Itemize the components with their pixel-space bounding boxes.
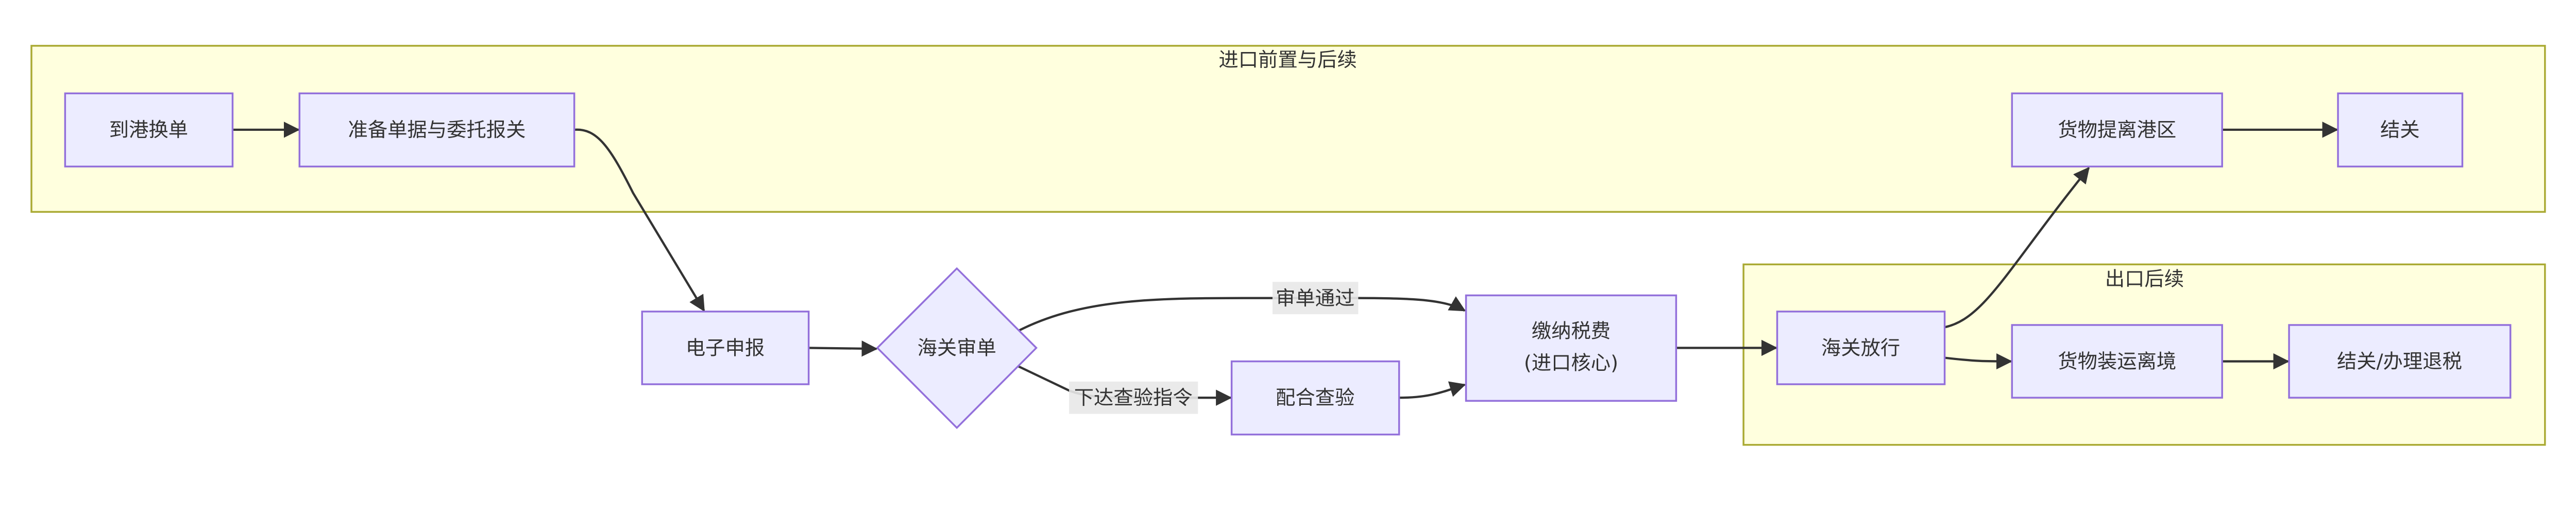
svg-text:货物提离港区: 货物提离港区 [2058,118,2176,142]
svg-text:下达查验指令: 下达查验指令 [1074,386,1193,409]
node-pickup[interactable]: 货物提离港区 [2011,92,2223,168]
flowchart: 进口前置与后续 出口后续 审单通过 下达查验指令 到港换单 准备单据与委托报关 … [30,45,2546,446]
svg-text:缴纳税费: 缴纳税费 [1532,319,1611,343]
svg-text:海关放行: 海关放行 [1821,337,1900,360]
svg-text:海关审单: 海关审单 [918,337,996,360]
svg-text:结关: 结关 [2380,118,2420,142]
svg-text:审单通过: 审单通过 [1276,287,1354,310]
node-close-export[interactable]: 结关/办理退税 [2288,324,2512,399]
edge-review-tax [1019,296,1466,332]
svg-text:准备单据与委托报关: 准备单据与委托报关 [348,118,526,142]
node-review-decision[interactable]: 海关审单 [876,267,1038,430]
node-edeclare[interactable]: 电子申报 [641,311,810,385]
svg-text:货物装运离境: 货物装运离境 [2058,350,2176,373]
svg-text:电子申报: 电子申报 [686,337,765,360]
cluster-export-title: 出口后续 [2105,267,2184,290]
node-tax[interactable]: 缴纳税费 (进口核心) [1465,294,1677,402]
node-release[interactable]: 海关放行 [1776,311,1946,385]
node-prepare[interactable]: 准备单据与委托报关 [298,92,575,168]
node-close-export-label: 结关/办理退税 [2337,350,2462,373]
node-arrive[interactable]: 到港换单 [64,92,234,168]
edge-label-inspect-order: 下达查验指令 [1069,381,1198,414]
node-close-import[interactable]: 结关 [2337,92,2464,168]
node-ship-out[interactable]: 货物装运离境 [2011,324,2223,399]
edge-inspect-tax [1399,381,1466,399]
cluster-import-title: 进口前置与后续 [1218,48,1357,72]
svg-text:配合查验: 配合查验 [1276,386,1354,409]
edge-release-pickup [1944,166,2090,329]
svg-text:到港换单: 到港换单 [109,118,188,142]
edge-edeclare-review [808,340,878,357]
edge-release-shipout [1944,353,2013,370]
edge-prepare-edeclare [574,128,705,312]
edge-label-pass: 审单通过 [1272,282,1359,315]
node-inspect[interactable]: 配合查验 [1230,360,1400,436]
svg-text:(进口核心): (进口核心) [1524,351,1618,374]
